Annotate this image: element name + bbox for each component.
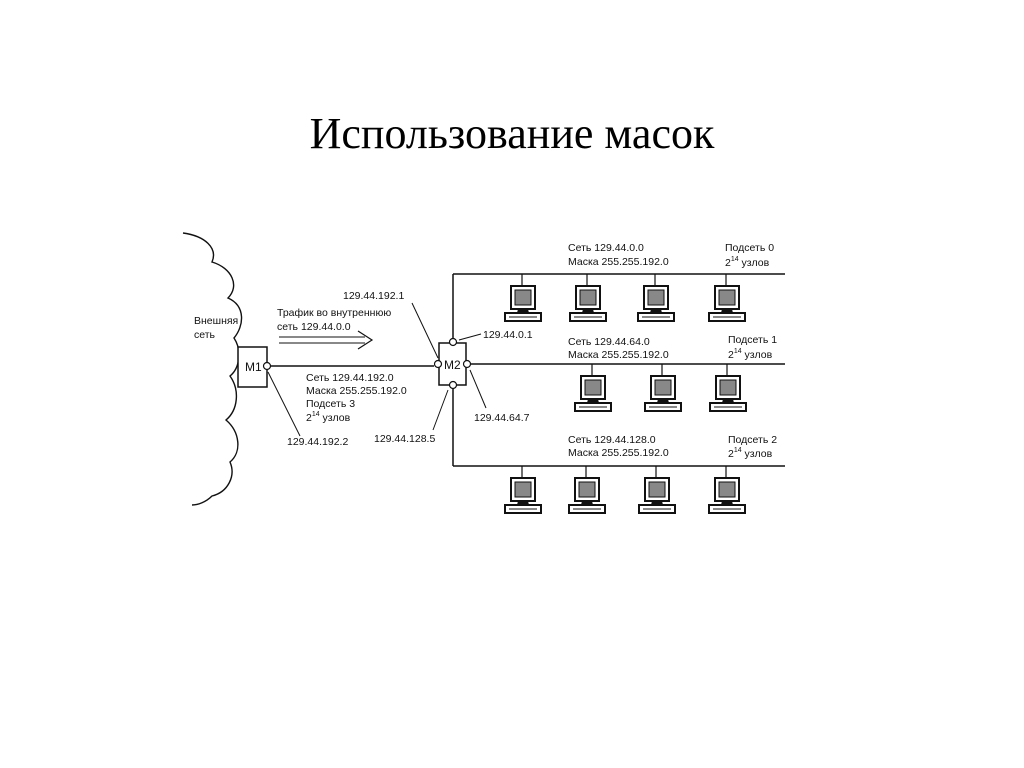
slide-title: Использование масок	[309, 109, 715, 158]
subnet-2-computer	[638, 477, 676, 514]
subnet-2-computer	[568, 477, 606, 514]
subnet-2-name: Подсеть 2	[728, 434, 777, 446]
router-m1	[237, 346, 268, 388]
external-network-cloud	[182, 232, 243, 506]
subnet-0-mask: Маска 255.255.192.0	[568, 256, 669, 268]
subnet-0-computer	[637, 285, 675, 322]
subnet-0-computer	[708, 285, 746, 322]
subnet-0-net: Сеть 129.44.0.0	[568, 242, 644, 254]
traffic-note-line2: сеть 129.44.0.0	[277, 321, 351, 333]
subnet-0-computer	[569, 285, 607, 322]
traffic-note-line1: Трафик во внутреннюю	[277, 307, 391, 319]
subnet-0-name: Подсеть 0	[725, 242, 774, 254]
m2-ip-subnet0-leader	[458, 333, 482, 341]
subnet-2-hosts: 214 узлов	[728, 447, 773, 460]
m1-port	[262, 361, 272, 371]
link-net-label: Сеть 129.44.192.0	[306, 372, 394, 384]
link-subnet-label: Подсеть 3	[306, 398, 355, 410]
subnet-0-hosts: 214 узлов	[725, 256, 770, 269]
m1-ip-leader	[267, 371, 301, 437]
external-network-label-line2: сеть	[194, 329, 216, 341]
traffic-arrow	[279, 330, 374, 350]
subnet-0-computer	[504, 285, 542, 322]
subnet-2-computer	[708, 477, 746, 514]
subnet-0: Сеть 129.44.0.0 Маска 255.255.192.0 Подс…	[453, 242, 785, 322]
subnet-1-computer	[709, 375, 747, 412]
m2-ip-subnet0-label: 129.44.0.1	[483, 329, 533, 341]
router-m2-label: M2	[444, 358, 461, 372]
m1-ip-label: 129.44.192.2	[287, 436, 348, 448]
link-hosts-label: 214 узлов	[306, 411, 351, 424]
m2-port-right	[462, 359, 472, 369]
subnet-1-name: Подсеть 1	[728, 334, 777, 346]
subnet-1-mask: Маска 255.255.192.0	[568, 349, 669, 361]
subnet-1-hosts: 214 узлов	[728, 348, 773, 361]
m2-ip-top-leader	[411, 302, 439, 359]
m2-ip-bottom-label: 129.44.128.5	[374, 433, 435, 445]
m2-ip-right-leader	[469, 369, 487, 409]
subnet-2: Сеть 129.44.128.0 Маска 255.255.192.0 По…	[453, 434, 785, 514]
m2-port-top	[448, 337, 458, 347]
subnet-1-computer	[644, 375, 682, 412]
m2-port-bottom	[448, 380, 458, 390]
m2-ip-right-label: 129.44.64.7	[474, 412, 530, 424]
external-network-label: Внешняя сеть	[194, 315, 238, 341]
link-mask-label: Маска 255.255.192.0	[306, 385, 407, 397]
subnet-1: Сеть 129.44.64.0 Маска 255.255.192.0 Под…	[568, 334, 777, 412]
m2-ip-top-label: 129.44.192.1	[343, 290, 404, 302]
m2-port-left	[433, 359, 443, 369]
subnet-2-net: Сеть 129.44.128.0	[568, 434, 656, 446]
m2-ip-bottom-leader	[432, 389, 449, 431]
subnet-1-net: Сеть 129.44.64.0	[568, 336, 650, 348]
external-network-label-line1: Внешняя	[194, 315, 238, 327]
subnet-1-computer	[574, 375, 612, 412]
subnet-2-computer	[504, 477, 542, 514]
router-m1-label: M1	[245, 360, 262, 374]
subnet-2-mask: Маска 255.255.192.0	[568, 447, 669, 459]
